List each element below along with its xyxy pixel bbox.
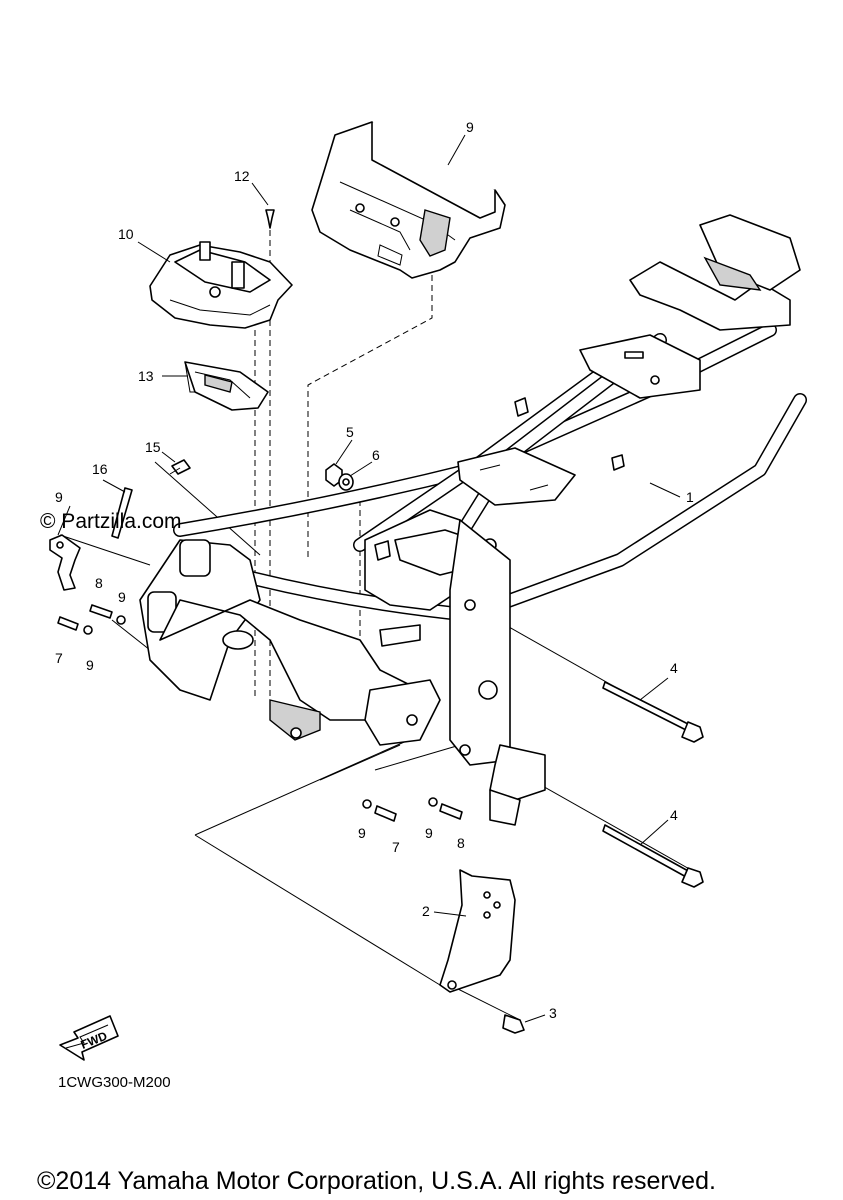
callout-11: 12 (234, 168, 250, 184)
callout-8-left: 8 (95, 575, 103, 591)
fwd-arrow-icon: FWD (59, 1015, 119, 1061)
part-14-bracket (49, 534, 81, 591)
part-3-bolt (502, 1014, 525, 1034)
part-5-6-nut-washer (325, 463, 354, 491)
callout-8-bottom: 8 (457, 835, 465, 851)
callout-16: 16 (92, 461, 108, 477)
callout-13: 9 (466, 119, 474, 135)
part-13-cover (311, 121, 506, 279)
callout-3: 3 (549, 1005, 557, 1021)
fasteners-left (57, 604, 126, 635)
callout-14: 9 (55, 489, 63, 505)
callout-5: 5 (346, 424, 354, 440)
callout-2: 2 (422, 903, 430, 919)
callout-9-bottom-right: 9 (425, 825, 433, 841)
callout-7-bottom: 7 (392, 839, 400, 855)
part-4-bolts (602, 681, 704, 888)
part-12-holder (184, 361, 269, 411)
callout-labels: 9 12 10 13 15 16 9 5 6 1 8 9 7 9 4 4 9 9… (55, 119, 694, 1021)
callout-12: 13 (138, 368, 154, 384)
callout-9-left-top: 9 (118, 589, 126, 605)
callout-4-upper: 4 (670, 660, 678, 676)
callout-4-lower: 4 (670, 807, 678, 823)
watermark: © Partzilla.com (40, 510, 182, 533)
part-11-clip (265, 209, 275, 229)
callout-9-left-bottom: 9 (86, 657, 94, 673)
part-16-strip (111, 487, 133, 539)
callout-6: 6 (372, 447, 380, 463)
part-15-bolt (169, 459, 191, 475)
callout-7-left: 7 (55, 650, 63, 666)
part-2-plate (439, 869, 516, 993)
part-10-bracket (149, 241, 293, 329)
callout-9-bottom-left: 9 (358, 825, 366, 841)
diagram-code: 1CWG300-M200 (58, 1074, 171, 1091)
part-1-frame (139, 214, 807, 826)
fasteners-bottom (362, 797, 463, 822)
callout-1: 1 (686, 489, 694, 505)
callout-10: 10 (118, 226, 134, 242)
copyright-notice: ©2014 Yamaha Motor Corporation, U.S.A. A… (37, 1167, 716, 1195)
callout-15: 15 (145, 439, 161, 455)
leader-lines (57, 134, 681, 1023)
